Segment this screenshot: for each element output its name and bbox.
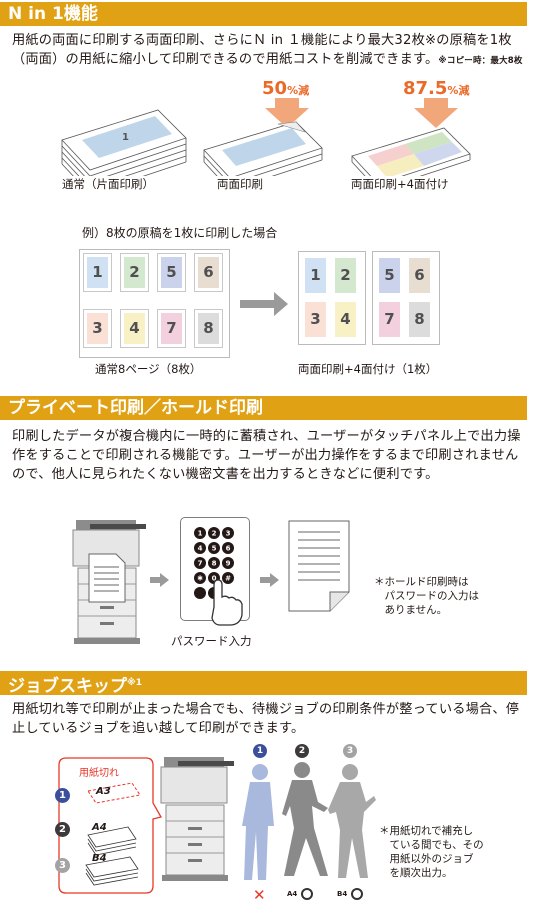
paper-stack-illustration: 1	[61, 98, 471, 176]
document-icon	[88, 553, 126, 603]
keypad-key-label: ✱	[197, 575, 203, 583]
section-title-job-skip: ジョブスキップ※1	[0, 671, 527, 697]
badge-3: 3	[55, 858, 70, 873]
tray-b4-label: B4	[92, 853, 107, 864]
tray-a3-label: A3	[96, 786, 111, 797]
caption-duplex: 両面印刷	[217, 177, 263, 191]
arrow-down-icon	[414, 98, 458, 128]
tray-balloon	[58, 757, 162, 894]
nin1-footnote: ※コピー時：最大8枚	[438, 56, 523, 66]
user-2-figure	[282, 762, 328, 876]
mark-a4-label: A4	[287, 890, 298, 898]
page-6: 6	[194, 253, 223, 292]
tray-a4-label: A4	[92, 822, 107, 833]
reduction-50-label: 50%減	[262, 78, 310, 99]
success-circle-icon	[351, 888, 363, 900]
job-skip-note: ＊用紙切れで補充し ている間でも、その 用紙以外のジョブ を順次出力。	[379, 825, 484, 879]
keypad-key	[194, 542, 206, 554]
keypad-key-label: 5	[212, 545, 217, 553]
keypad-key-label: 4	[198, 545, 203, 553]
keypad-key-label: 2	[212, 530, 217, 538]
printed-document-icon	[288, 520, 350, 612]
keypad-key-label: 6	[226, 545, 231, 553]
hold-print-note: ＊ホールド印刷時は パスワードの入力は ありません。	[374, 576, 479, 616]
keypad-key-label: 0	[212, 575, 217, 583]
keypad-key	[208, 542, 220, 554]
svg-text:1: 1	[122, 132, 129, 143]
page-3: 3	[83, 309, 112, 348]
private-print-description: 印刷したデータが複合機内に一時的に蓄積され、ユーザーがタッチパネル上で出力操作を…	[12, 429, 521, 482]
arrow-right-icon	[260, 573, 279, 587]
job-skip-footnote-mark: ※1	[127, 678, 143, 688]
user-1-figure	[242, 764, 274, 880]
keypad-key	[194, 587, 206, 599]
page-5: 5	[157, 253, 186, 292]
caption-result: 両面印刷+4面付け（1枚）	[298, 362, 438, 376]
arrow-down-icon	[265, 98, 309, 128]
caption-normal: 通常（片面印刷）	[62, 177, 154, 191]
stack-duplex-4up	[351, 127, 471, 176]
keypad-key-label: 8	[212, 560, 217, 568]
mark-b4-label: B4	[337, 890, 348, 898]
page-2: 2	[120, 253, 149, 292]
keypad-key-label: 1	[198, 530, 203, 538]
keypad-key	[194, 527, 206, 539]
keypad-key	[222, 572, 234, 584]
sheet-back: 5 6 7 8	[372, 251, 440, 345]
stack-duplex	[203, 121, 323, 176]
keypad-key	[222, 557, 234, 569]
keypad-key	[194, 572, 206, 584]
keypad-key-label: #	[225, 575, 231, 583]
user-badge-3: 3	[343, 744, 357, 758]
example-caption: 例）8枚の原稿を1枚に印刷した場合	[82, 226, 278, 240]
page-1: 1	[83, 253, 112, 292]
keypad-key-label: 9	[226, 560, 231, 568]
out-of-paper-label: 用紙切れ	[79, 768, 119, 779]
job-skip-title: ジョブスキップ	[8, 676, 127, 697]
arrow-right-icon	[150, 573, 169, 587]
keypad-icon: 1 2 3 4 5 6 7 8 9 ✱ 0 #	[194, 527, 243, 626]
waiting-users-illustration	[242, 762, 376, 880]
page-4: 4	[120, 309, 149, 348]
keypad-key-label: 3	[226, 530, 231, 538]
keypad-key-label: 7	[198, 560, 203, 568]
keypad-key	[222, 542, 234, 554]
badge-1: 1	[55, 788, 70, 803]
caption-duplex-4up: 両面印刷+4面付け	[351, 177, 449, 191]
user-3-figure	[328, 764, 376, 878]
reduction-87-label: 87.5%減	[403, 78, 470, 99]
sheet-front: 1 2 3 4	[298, 251, 366, 345]
keypad-key	[222, 527, 234, 539]
success-circle-icon	[301, 888, 313, 900]
caption-password-input: パスワード入力	[171, 634, 252, 648]
section-title-private-print: プライベート印刷／ホールド印刷	[0, 396, 527, 420]
user-badge-1: 1	[253, 744, 267, 758]
page-8: 8	[194, 309, 223, 348]
user-badge-2: 2	[295, 744, 309, 758]
original-pages-group: 1 2 5 6 3 4 7 8	[79, 249, 230, 358]
mfp-printer-illustration	[160, 757, 234, 881]
arrow-right-icon	[240, 292, 288, 316]
nin1-body: 用紙の両面に印刷する両面印刷、さらにＮ in １機能により最大32枚※の原稿を1…	[12, 33, 512, 67]
page-7: 7	[157, 309, 186, 348]
stack-normal: 1	[61, 109, 187, 176]
fail-x-mark: ✕	[253, 886, 266, 904]
job-skip-description: 用紙切れ等で印刷が止まった場合でも、待機ジョブの印刷条件が整っている場合、停止し…	[12, 702, 520, 736]
keypad-key	[208, 527, 220, 539]
badge-2: 2	[55, 822, 70, 837]
keypad-key	[194, 557, 206, 569]
keypad-key	[208, 557, 220, 569]
section-title-nin1: N in 1機能	[0, 2, 527, 26]
nin1-description: 用紙の両面に印刷する両面印刷、さらにＮ in １機能により最大32枚※の原稿を1…	[12, 31, 524, 71]
caption-normal-8pages: 通常8ページ（8枚）	[95, 362, 202, 376]
